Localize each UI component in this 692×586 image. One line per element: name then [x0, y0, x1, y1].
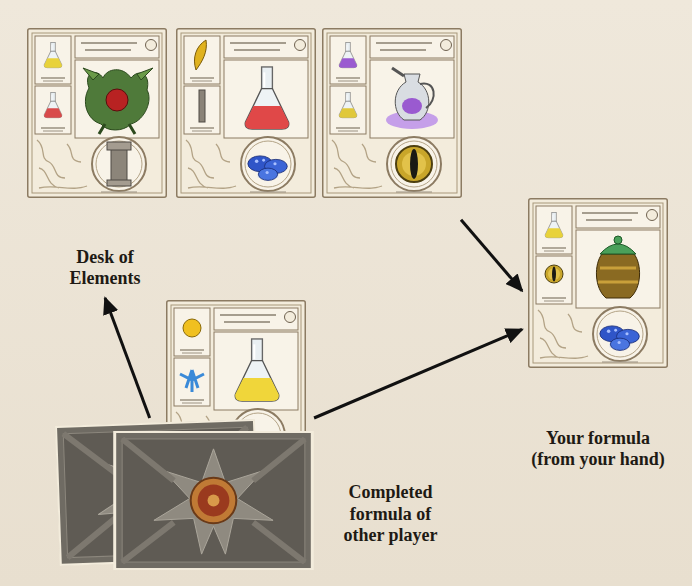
art-path [596, 254, 639, 298]
art-path [600, 244, 636, 254]
art-use [339, 42, 357, 67]
art-use [545, 265, 563, 283]
your-formula-card [529, 199, 668, 368]
flow-arrow [461, 220, 522, 291]
sun-icon [183, 319, 201, 337]
art-path [598, 268, 638, 282]
bone-icon [199, 90, 205, 122]
art-use [600, 326, 639, 351]
art-use [115, 431, 313, 569]
flower-icon [180, 370, 204, 392]
art-use [44, 42, 62, 67]
art-use [248, 156, 287, 181]
card-stack [56, 420, 313, 570]
card-group: Completed formula of other player [55, 418, 318, 572]
group-label: Your formula (from your hand) [528, 428, 668, 471]
art-path [395, 74, 429, 120]
element-card [323, 29, 462, 198]
group-label: Desk of Elements [55, 247, 155, 290]
art-path [83, 68, 153, 80]
flow-arrow [105, 298, 150, 418]
element-card [28, 29, 167, 198]
art-use [28, 29, 167, 198]
feather-icon [194, 40, 206, 70]
art-use [529, 199, 668, 368]
art-use [44, 92, 62, 117]
art-use [245, 67, 289, 129]
group-label: Completed formula of other player [328, 482, 453, 547]
art-use [339, 92, 357, 117]
art-use [177, 29, 316, 198]
art-path [99, 124, 135, 134]
art-rect [111, 146, 127, 184]
tower-picture [107, 142, 131, 186]
art-rect [107, 180, 131, 186]
pot-picture [596, 236, 639, 298]
dragon-picture [83, 68, 153, 134]
art-use [323, 29, 462, 198]
card-group: Your formula (from your hand) [522, 197, 674, 473]
flow-arrow [314, 329, 522, 418]
art-path [392, 68, 404, 76]
art-rect [107, 142, 131, 150]
art-path [85, 70, 149, 130]
jug-picture [386, 68, 438, 129]
art-circle [106, 89, 128, 111]
art-use [235, 339, 279, 401]
card-group: Desk of Elements [27, 28, 461, 298]
art-path [420, 83, 434, 108]
art-circle [614, 236, 622, 244]
element-card [177, 29, 316, 198]
art-use [545, 212, 563, 237]
art-use [396, 146, 432, 182]
art-ellipse [402, 98, 422, 114]
